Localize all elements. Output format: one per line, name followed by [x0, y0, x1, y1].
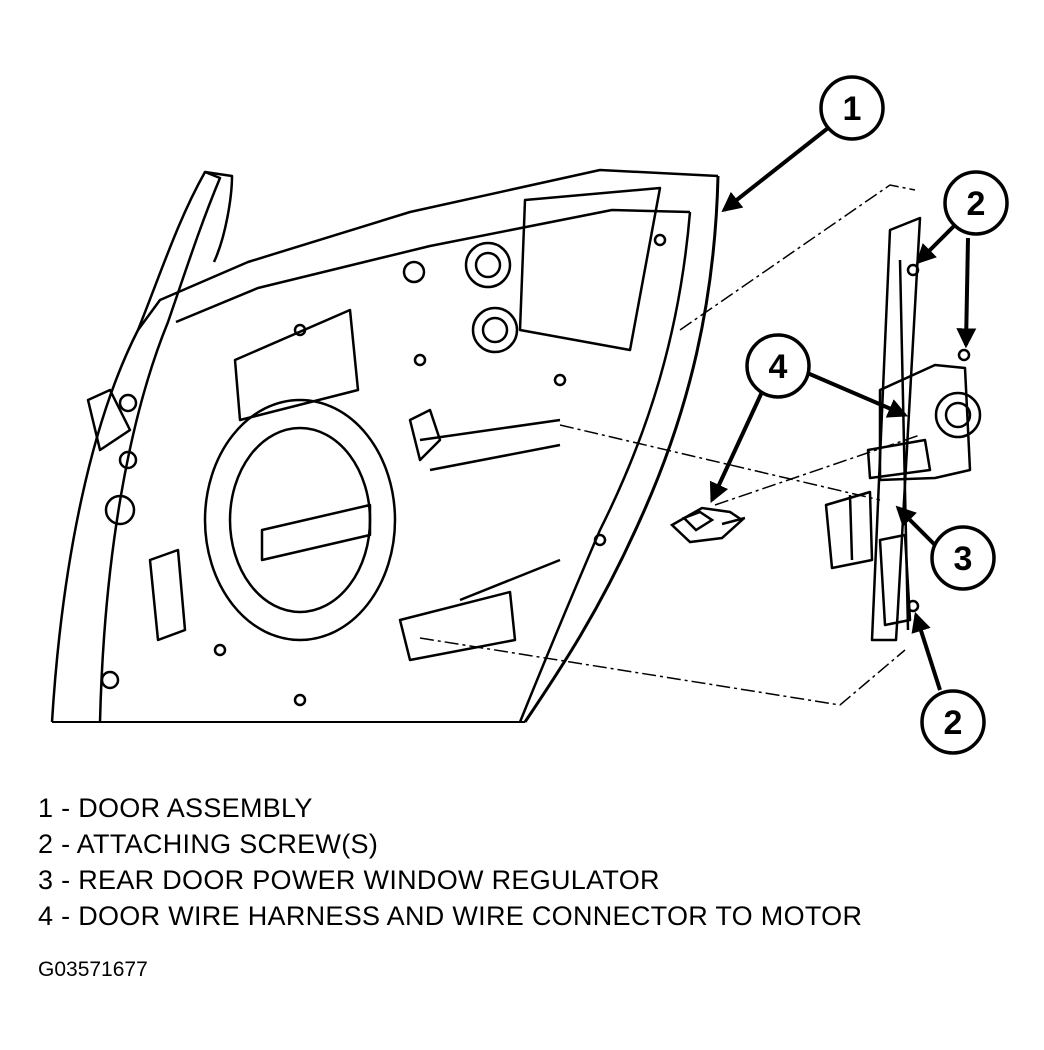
- legend-item-door-assembly: 1 - DOOR ASSEMBLY: [38, 793, 313, 823]
- leader-1: [721, 126, 830, 213]
- legend-item-attaching-screws: 2 - ATTACHING SCREW(S): [38, 829, 379, 859]
- leader-2a-right: [956, 237, 977, 349]
- figure-id: G03571677: [38, 958, 148, 981]
- leader-4-left: [709, 391, 764, 504]
- legend-item-window-regulator: 3 - REAR DOOR POWER WINDOW REGULATOR: [38, 865, 660, 895]
- svg-text:2: 2: [944, 704, 963, 742]
- callout-leaders: [709, 126, 977, 691]
- svg-text:3: 3: [954, 540, 973, 578]
- callout-2-bottom: 2: [920, 689, 986, 755]
- svg-text:4: 4: [769, 348, 788, 386]
- leader-4-right: [804, 370, 909, 418]
- callout-4: 4: [745, 333, 811, 399]
- legend: 1 - DOOR ASSEMBLY 2 - ATTACHING SCREW(S)…: [38, 790, 1018, 934]
- leader-2a-left: [915, 223, 957, 265]
- wire-connector-illustration: [669, 506, 746, 544]
- leader-2b: [911, 611, 942, 691]
- svg-text:1: 1: [843, 90, 862, 128]
- window-regulator-illustration: [824, 216, 982, 642]
- callout-3: 3: [930, 525, 996, 591]
- door-regulator-diagram: 1 2 4 3 2: [50, 75, 1009, 755]
- callout-2-top: 2: [943, 170, 1009, 236]
- door-assembly-illustration: [50, 168, 720, 723]
- legend-item-wire-harness: 4 - DOOR WIRE HARNESS AND WIRE CONNECTOR…: [38, 901, 863, 931]
- leader-3: [895, 505, 937, 547]
- svg-text:2: 2: [967, 185, 986, 223]
- callout-1: 1: [819, 75, 885, 141]
